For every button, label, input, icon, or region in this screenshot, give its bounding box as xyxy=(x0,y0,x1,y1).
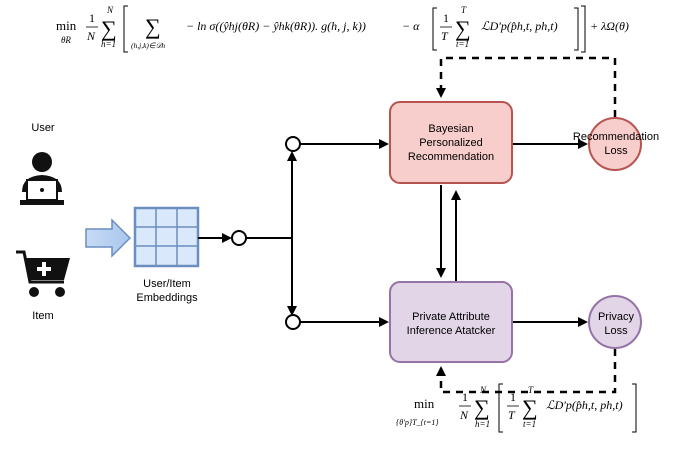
bpr-box xyxy=(389,101,513,184)
embeddings-grid xyxy=(133,206,200,268)
bottom-frac-den: N xyxy=(459,408,469,422)
privacy-loss-feedback-arrow xyxy=(436,349,617,394)
junction-node-top xyxy=(285,136,301,152)
bottom-sum-symbol: ∑ xyxy=(474,395,490,420)
privacy-loss-label-line1: Privacy xyxy=(598,311,635,323)
top-sum2-symbol: ∑ xyxy=(455,16,471,41)
top-min: min xyxy=(56,18,77,33)
bpr-label-line2: Personalized xyxy=(419,137,483,149)
bottom-min: min xyxy=(414,396,435,411)
privacy-loss-node xyxy=(588,295,642,349)
top-formula: min θR 1 N N ∑ h=1 ∑ (h,j,k)∈𝒟h − ln σ((… xyxy=(56,5,629,53)
rec-loss-label-line1: Recommendation xyxy=(573,131,659,143)
bottom-frac2-num: 1 xyxy=(510,390,516,404)
attacker-label-line2: Inference Atatcker xyxy=(407,325,496,337)
bottom-min-sub: {θ′p}T_{t=1} xyxy=(396,418,439,427)
top-loss-term: ℒD′p(p̂h,t, ph,t) xyxy=(481,19,558,33)
top-min-sub: θR xyxy=(61,35,71,45)
item-label: Item xyxy=(32,310,53,322)
bpr-label-line3: Recommendation xyxy=(408,151,494,163)
top-frac-num: 1 xyxy=(89,11,95,25)
bottom-sum2-symbol: ∑ xyxy=(522,395,538,420)
top-body: − ln σ((ŷhj(θR) − ŷhk(θR)). g(h, j, k)) xyxy=(186,19,366,33)
bottom-sum2-bottom: t=1 xyxy=(523,419,536,429)
top-sum2-top: T xyxy=(461,5,467,15)
user-label: User xyxy=(31,122,55,134)
top-reg-term: + λΩ(θ) xyxy=(590,19,629,33)
junction-node-center xyxy=(231,230,247,246)
recommendation-loss-node xyxy=(588,117,642,171)
bottom-sum-bottom: h=1 xyxy=(475,419,490,429)
rec-loss-feedback-arrow xyxy=(436,56,617,117)
input-arrow-icon xyxy=(85,218,132,258)
embeddings-label-line2: Embeddings xyxy=(136,292,198,304)
attacker-label-line1: Private Attribute xyxy=(412,311,490,323)
top-inner-sum-symbol: ∑ xyxy=(145,14,161,39)
junction-node-bottom xyxy=(285,314,301,330)
attacker-box xyxy=(389,281,513,363)
bottom-frac2-den: T xyxy=(508,408,516,422)
rec-loss-label-line2: Loss xyxy=(604,145,628,157)
user-icon xyxy=(20,152,64,205)
top-alpha: − α xyxy=(402,19,420,33)
bottom-sum2-top: T xyxy=(528,385,534,395)
bottom-sum-top: N xyxy=(479,385,487,395)
top-sum-bottom: h=1 xyxy=(101,39,116,49)
top-sum2-bottom: t=1 xyxy=(456,39,469,49)
bpr-label-line1: Bayesian xyxy=(428,123,473,135)
top-frac2-num: 1 xyxy=(443,11,449,25)
top-sum-symbol: ∑ xyxy=(101,16,117,41)
top-frac2-den: T xyxy=(441,29,449,43)
bottom-formula: min {θ′p}T_{t=1} 1 N N ∑ h=1 1 T T ∑ t=1… xyxy=(396,383,637,433)
top-sum-top: N xyxy=(106,5,114,15)
bottom-loss-term: ℒD′p(p̂h,t, ph,t) xyxy=(546,398,623,412)
privacy-loss-label-line2: Loss xyxy=(604,325,628,337)
bottom-frac-num: 1 xyxy=(462,390,468,404)
embeddings-label-line1: User/Item xyxy=(143,278,191,290)
top-inner-sum-bottom: (h,j,k)∈𝒟h xyxy=(131,41,165,50)
top-frac-den: N xyxy=(86,29,96,43)
shopping-cart-icon xyxy=(16,250,70,297)
